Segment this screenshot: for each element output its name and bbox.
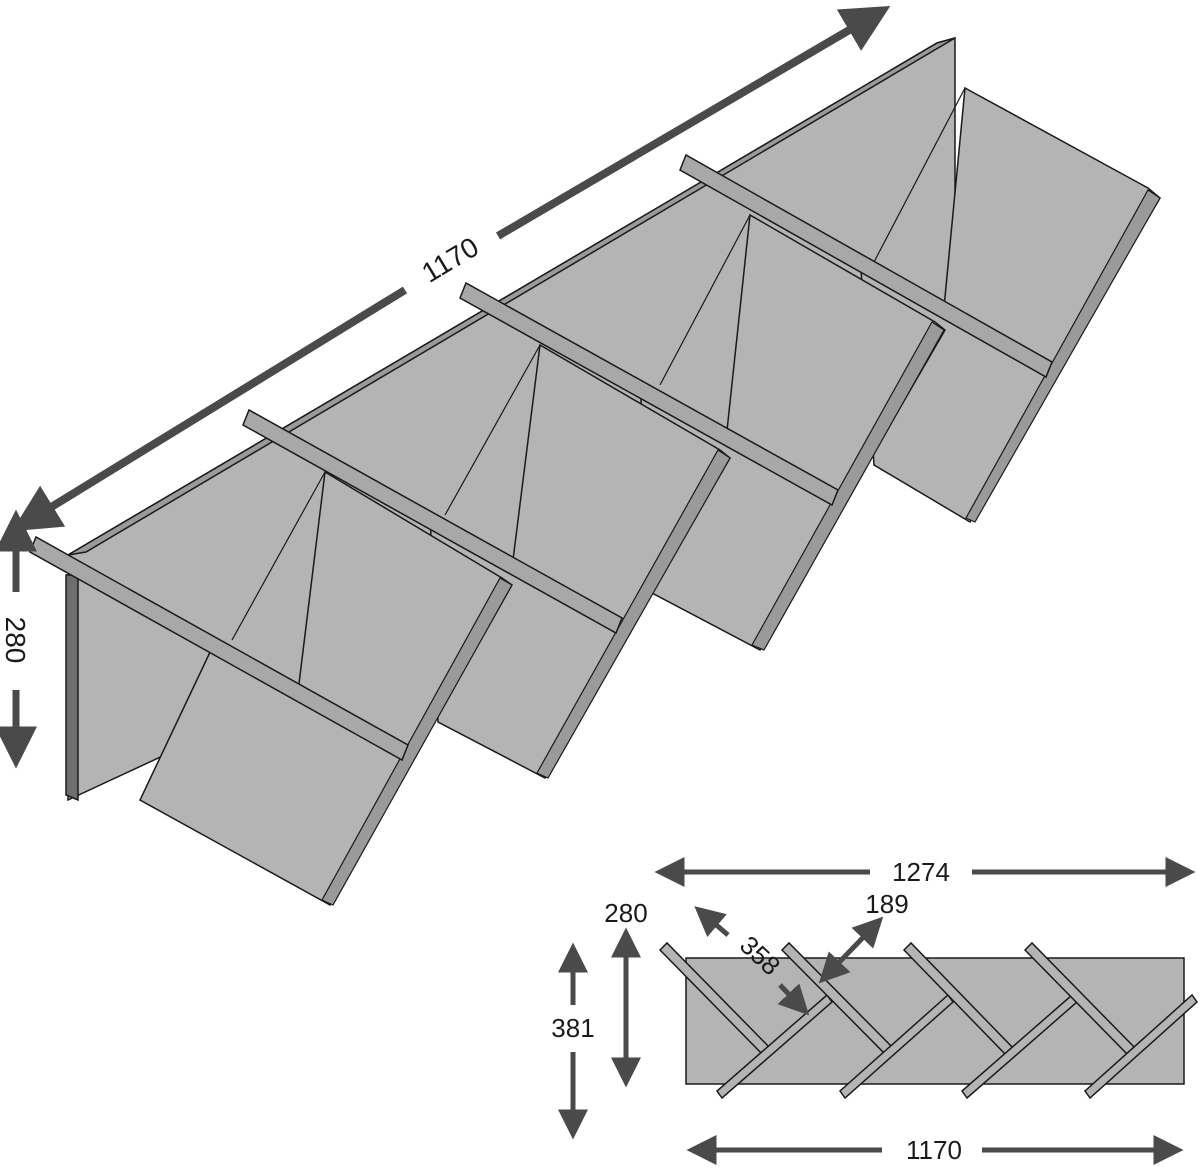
back-width-dimension: 1170: [686, 1135, 1184, 1165]
shelf-4: [679, 86, 1161, 524]
shelf-2: [242, 343, 731, 779]
back-width-label: 1170: [906, 1135, 962, 1165]
shelf-3-fold-line: [659, 214, 751, 386]
shelf-3-edge: [751, 321, 945, 651]
total-width-label: 1274: [892, 857, 950, 887]
shelf-2-fold-line: [444, 344, 541, 516]
back-height-label: 280: [604, 898, 647, 928]
shelf-length-arrow-upper: [694, 906, 730, 938]
shelf-4-fold-line: [873, 87, 966, 263]
shelf-spacing-label: 189: [865, 889, 908, 919]
shelf-1-edge: [321, 577, 513, 906]
length-label: 1170: [416, 231, 484, 289]
shelf-spacing-dimension: 189: [818, 889, 909, 984]
front-view: 1274 1170 381 280 358 189: [551, 857, 1199, 1165]
shelf-spacing-arrow: [818, 916, 884, 984]
length-arrow-upper: [495, 5, 891, 240]
shelf-2-crossbar: [242, 408, 623, 635]
back-panel-top-edge: [67, 37, 956, 556]
shelf-length-arrow-lower: [777, 983, 810, 1016]
shelf-2-edge: [536, 449, 731, 779]
shelf-4-edge: [965, 189, 1161, 523]
back-height-dimension: 280: [604, 898, 648, 1088]
shelf-1: [29, 470, 513, 907]
total-height-label: 381: [551, 1013, 594, 1043]
back-panel: [65, 37, 956, 802]
total-width-dimension: 1274: [654, 857, 1196, 887]
shelf-1-fold-line: [231, 471, 326, 641]
shelf-3-crossbar: [459, 281, 839, 507]
front-view-shelves: [658, 941, 1199, 1100]
front-shelf-4-lower: [1083, 993, 1199, 1100]
total-height-dimension: 381: [551, 942, 595, 1140]
back-panel-side-edge: [65, 574, 79, 802]
height-dimension: 280: [0, 509, 37, 769]
shelf-4-crossbar: [679, 153, 1053, 379]
shelf-3: [459, 213, 946, 652]
height-label: 280: [0, 617, 31, 664]
isometric-view: 1170 280: [0, 5, 1161, 907]
length-arrow-lower: [11, 286, 408, 532]
